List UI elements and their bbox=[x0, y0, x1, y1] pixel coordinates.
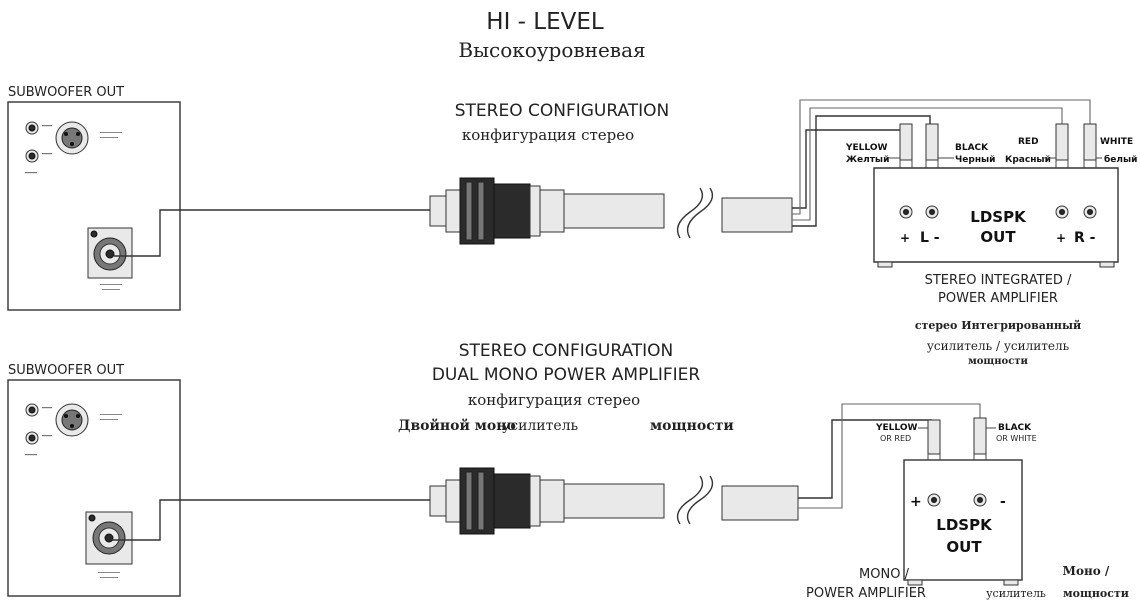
bottom-config-en-1: STEREO CONFIGURATION bbox=[459, 341, 674, 361]
top-wire-black-en: BLACK bbox=[955, 143, 989, 153]
bottom-wire-black-en-2: OR WHITE bbox=[996, 434, 1037, 443]
top-amp-caption-ru-1: стерео Интегрированный bbox=[915, 319, 1081, 332]
top-amp-l-minus: L - bbox=[920, 230, 940, 246]
bottom-amp-plus: + bbox=[910, 494, 922, 510]
top-wire-red-ru: Красный bbox=[1005, 155, 1051, 165]
top-amp-out-line2: OUT bbox=[980, 228, 1016, 246]
top-subwoofer-out-label: SUBWOOFER OUT bbox=[8, 85, 124, 100]
top-wire-yellow-ru: Желтый bbox=[846, 155, 889, 165]
top-wire-white-ru: белый bbox=[1104, 154, 1137, 165]
bottom-config-ru-1: конфигурация стерео bbox=[468, 391, 640, 409]
top-wire-red-en: RED bbox=[1018, 137, 1039, 147]
top-amp-caption-ru-3: мощности bbox=[968, 356, 1028, 367]
bottom-subwoofer-panel bbox=[7, 379, 181, 597]
top-wire-white-en: WHITE bbox=[1100, 137, 1133, 147]
top-amp-plus-l: + bbox=[900, 231, 910, 245]
top-cable-end bbox=[721, 197, 793, 233]
bottom-wire-black-en: BLACK bbox=[998, 423, 1032, 433]
bottom-amp-caption-ru-3: мощности bbox=[1063, 587, 1129, 600]
bottom-amp-caption-ru-2: усилитель bbox=[986, 587, 1046, 600]
top-subwoofer-panel bbox=[7, 101, 181, 311]
bottom-config-ru-2a: Двойной моно bbox=[398, 417, 516, 434]
bottom-config-ru-2c: мощности bbox=[650, 418, 734, 434]
bottom-amp-caption-ru-1: Моно / bbox=[1063, 564, 1110, 578]
top-amp-r-minus: R - bbox=[1074, 230, 1096, 246]
bottom-wire-yellow-en: YELLOW bbox=[875, 423, 917, 433]
bottom-amp-out-line2: OUT bbox=[946, 538, 982, 556]
bottom-speakon-plug bbox=[429, 467, 665, 535]
bottom-config-en-2: DUAL MONO POWER AMPLIFIER bbox=[432, 365, 701, 385]
diagram-subtitle: Высокоуровневая bbox=[458, 38, 645, 62]
top-amp-plus-r: + bbox=[1056, 231, 1066, 245]
top-speakon-plug bbox=[429, 177, 665, 245]
top-amplifier-box bbox=[873, 167, 1119, 268]
bottom-amp-minus: - bbox=[1000, 494, 1006, 510]
bottom-subwoofer-out-label: SUBWOOFER OUT bbox=[8, 363, 124, 378]
top-config-en: STEREO CONFIGURATION bbox=[455, 101, 670, 121]
bottom-cable-end bbox=[721, 485, 799, 521]
bottom-amplifier-box bbox=[903, 459, 1023, 586]
diagram-title: HI - LEVEL bbox=[486, 9, 604, 35]
top-config-ru: конфигурация стерео bbox=[462, 126, 634, 144]
top-wire-yellow-en: YELLOW bbox=[845, 143, 887, 153]
bottom-cable-break-symbol bbox=[676, 475, 704, 525]
top-amp-caption-en-2: POWER AMPLIFIER bbox=[938, 291, 1058, 306]
top-amp-caption-ru-2: усилитель / усилитель bbox=[927, 339, 1070, 353]
top-amp-out-line1: LDSPK bbox=[970, 208, 1027, 226]
bottom-amp-caption-en-2: POWER AMPLIFIER bbox=[806, 586, 926, 601]
bottom-wire-yellow-en-2: OR RED bbox=[880, 434, 911, 443]
top-amp-caption-en-1: STEREO INTEGRATED / bbox=[925, 273, 1072, 288]
bottom-amp-out-line1: LDSPK bbox=[936, 516, 993, 534]
top-cable-break-symbol bbox=[676, 187, 704, 239]
bottom-config-ru-2b: усилитель bbox=[502, 418, 579, 434]
bottom-amp-caption-en-1: MONO / bbox=[859, 567, 910, 582]
top-wire-black-ru: Черный bbox=[955, 155, 995, 165]
